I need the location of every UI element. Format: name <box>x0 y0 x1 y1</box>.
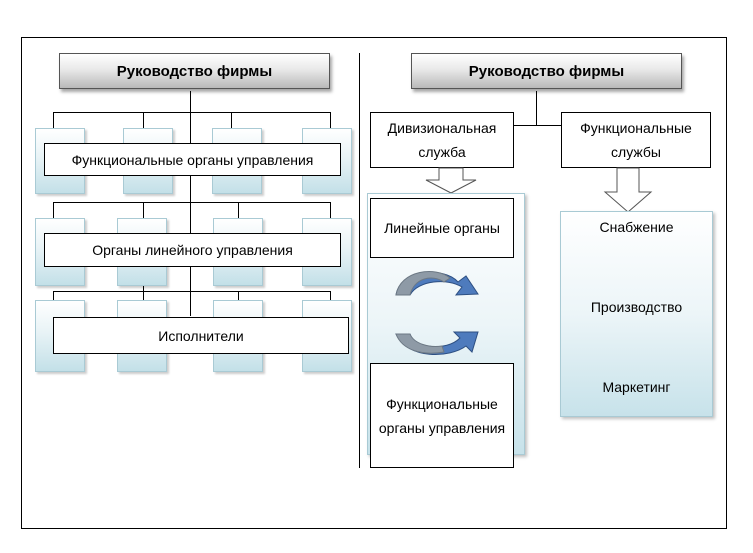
functional-organs-box: Функциональные органы управления <box>370 363 514 468</box>
left-functional-organs-box: Функциональные органы управления <box>44 143 341 176</box>
marketing-label: Маркетинг <box>602 379 671 395</box>
left-management-head: Руководство фирмы <box>59 53 330 89</box>
center-divider <box>359 53 360 468</box>
cycle-arrow-bottom-icon <box>395 331 479 355</box>
left-executors-box: Исполнители <box>53 317 349 354</box>
right-management-head: Руководство фирмы <box>411 53 682 89</box>
divisional-service-box: Дивизиональная служба <box>370 112 514 168</box>
diagram-frame <box>21 37 727 529</box>
cycle-arrow-top-icon <box>395 271 479 296</box>
production-label: Производство <box>590 299 683 315</box>
linear-organs-box: Линейные органы <box>370 198 514 258</box>
down-arrow-icon <box>603 167 653 213</box>
supply-label: Снабжение <box>599 219 674 235</box>
left-linear-organs-box: Органы линейного управления <box>44 233 341 267</box>
down-arrow-icon <box>425 167 477 194</box>
functional-services-box: Функциональные службы <box>561 112 711 168</box>
services-panel <box>560 211 713 417</box>
